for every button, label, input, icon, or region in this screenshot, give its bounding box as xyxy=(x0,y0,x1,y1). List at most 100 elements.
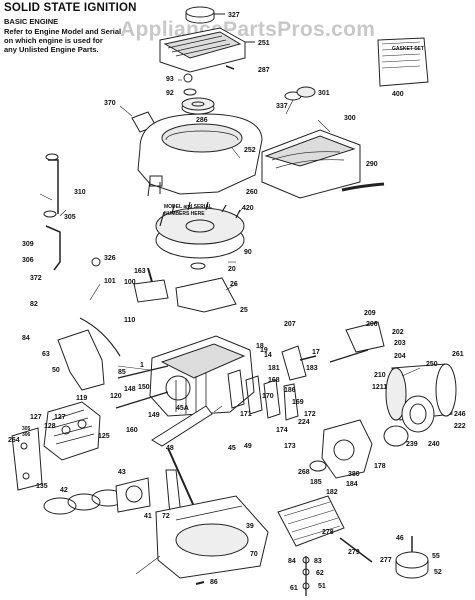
callout-287: 287 xyxy=(258,67,270,74)
part-268-air-filter xyxy=(277,495,345,547)
note-line-1: Refer to Engine Model and Serial xyxy=(4,27,122,36)
callout-42: 42 xyxy=(60,487,68,494)
callout-25: 25 xyxy=(240,307,248,314)
callout-150: 150 xyxy=(138,384,150,391)
callout-135: 135 xyxy=(36,483,48,490)
part-327-cap xyxy=(185,6,215,24)
model-serial-label-2: NUMBERS HERE xyxy=(164,211,205,217)
callout-420: 420 xyxy=(242,205,254,212)
callout-84b: 84 xyxy=(288,558,296,565)
callout-290: 290 xyxy=(366,161,378,168)
callout-20: 20 xyxy=(228,266,236,273)
part-70-sump xyxy=(155,495,269,579)
callout-18: 18 xyxy=(256,343,264,350)
callout-72: 72 xyxy=(162,513,170,520)
callout-250: 250 xyxy=(426,361,438,368)
callout-100: 100 xyxy=(124,279,136,286)
callout-51: 51 xyxy=(318,583,326,590)
callout-203: 203 xyxy=(394,340,406,347)
callout-169: 169 xyxy=(292,399,304,406)
callout-370: 370 xyxy=(104,100,116,107)
callout-264: 264 xyxy=(8,437,20,444)
callout-372: 372 xyxy=(30,275,42,282)
callout-85: 85 xyxy=(118,369,126,376)
part-90-flywheel xyxy=(155,201,245,259)
part-286-pulley xyxy=(181,97,215,115)
callout-83: 83 xyxy=(314,558,322,565)
callout-261: 261 xyxy=(452,351,464,358)
callout-185: 185 xyxy=(310,479,322,486)
callout-240: 240 xyxy=(428,441,440,448)
callout-172: 172 xyxy=(304,411,316,418)
callout-310: 310 xyxy=(74,189,86,196)
part-blower-housing xyxy=(137,113,263,197)
callout-252: 252 xyxy=(244,147,256,154)
callout-120: 120 xyxy=(110,393,122,400)
callout-45: 45 xyxy=(228,445,236,452)
callout-125: 125 xyxy=(98,433,110,440)
callout-19: 19 xyxy=(260,347,268,354)
callout-14: 14 xyxy=(264,352,272,359)
callout-239: 239 xyxy=(406,441,418,448)
callout-62: 62 xyxy=(316,570,324,577)
callout-380: 380 xyxy=(348,471,360,478)
callout-41: 41 xyxy=(144,513,152,520)
note-line-2: on which engine is used for xyxy=(4,36,103,45)
callout-110: 110 xyxy=(124,317,135,324)
callout-206: 206 xyxy=(366,321,378,328)
callout-209: 209 xyxy=(364,310,376,317)
callout-101: 101 xyxy=(104,278,116,285)
callout-61: 61 xyxy=(290,585,298,592)
note-line-3: any Unlisted Engine Parts. xyxy=(4,45,99,54)
callout-168: 168 xyxy=(268,377,280,384)
callout-50: 50 xyxy=(52,367,60,374)
callout-92: 92 xyxy=(166,90,174,97)
callout-174: 174 xyxy=(276,427,288,434)
callout-173: 173 xyxy=(284,443,296,450)
callout-160: 160 xyxy=(126,427,138,434)
part-1-cylinder-block xyxy=(149,335,255,417)
callout-119: 119 xyxy=(76,395,87,402)
callout-400: 400 xyxy=(392,91,404,98)
callout-170: 170 xyxy=(262,393,274,400)
callout-93: 93 xyxy=(166,76,174,83)
callout-300: 300 xyxy=(344,115,356,122)
callout-184: 184 xyxy=(346,481,358,488)
callout-39: 39 xyxy=(246,523,254,530)
callout-202: 202 xyxy=(392,329,404,336)
callout-279: 279 xyxy=(348,549,360,556)
part-380-carburetor xyxy=(321,419,373,479)
callout-46: 46 xyxy=(396,535,404,542)
callout-207: 207 xyxy=(284,321,296,328)
callout-1211: 1211 xyxy=(372,384,387,391)
callout-149: 149 xyxy=(148,412,160,419)
callout-277: 277 xyxy=(380,557,392,564)
callout-222: 222 xyxy=(454,423,466,430)
callout-84: 84 xyxy=(22,335,30,342)
callout-45A: 45A xyxy=(176,405,189,412)
callout-246: 246 xyxy=(454,411,466,418)
callout-86: 86 xyxy=(210,579,218,586)
callout-171: 171 xyxy=(240,411,252,418)
diagram-title: SOLID STATE IGNITION xyxy=(4,2,137,14)
callout-286: 286 xyxy=(196,117,208,124)
diagram-subtitle: BASIC ENGINE xyxy=(4,17,59,26)
callout-43: 43 xyxy=(118,469,126,476)
callout-127b: 127 xyxy=(54,414,66,421)
callout-63: 63 xyxy=(42,351,50,358)
callout-309: 309 xyxy=(22,241,34,248)
callout-17: 17 xyxy=(312,349,320,356)
part-119-cylinder-head xyxy=(43,401,101,461)
callout-224: 224 xyxy=(298,419,310,426)
callout-268: 268 xyxy=(298,469,310,476)
callout-178: 178 xyxy=(374,463,386,470)
callout-204: 204 xyxy=(394,353,406,360)
callout-306: 306 xyxy=(22,257,34,264)
callout-148: 148 xyxy=(124,386,136,393)
callout-128: 128 xyxy=(44,423,56,430)
callout-163: 163 xyxy=(134,268,146,275)
callout-301: 301 xyxy=(318,90,330,97)
callout-55: 55 xyxy=(432,553,440,560)
callout-1: 1 xyxy=(140,362,144,369)
callout-26: 26 xyxy=(230,281,238,288)
